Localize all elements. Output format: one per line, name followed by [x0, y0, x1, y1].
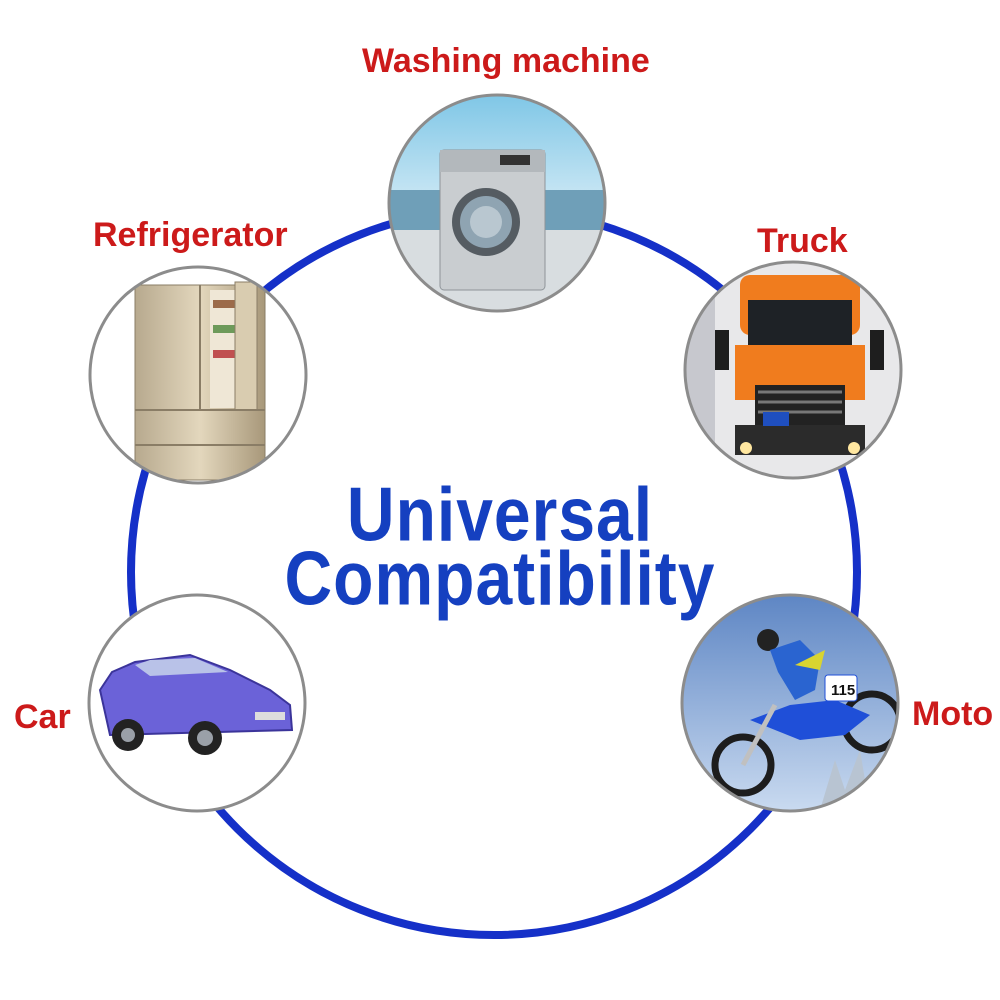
- node-washing-machine: [387, 93, 607, 313]
- label-washing-machine: Washing machine: [362, 42, 650, 80]
- node-truck: [683, 260, 903, 480]
- label-moto: Moto: [912, 695, 994, 733]
- refrigerator-icon: [90, 267, 306, 483]
- node-refrigerator: [88, 265, 308, 485]
- truck-icon: [685, 262, 901, 478]
- node-moto: 115: [680, 593, 900, 813]
- node-car: [87, 593, 307, 813]
- title-line-2: Compatibility: [284, 535, 716, 621]
- label-car: Car: [14, 698, 71, 736]
- svg-text:115: 115: [831, 682, 855, 699]
- car-icon: [89, 595, 305, 811]
- title-line-1: Universal: [346, 471, 654, 557]
- label-truck: Truck: [757, 222, 848, 260]
- label-refrigerator: Refrigerator: [93, 216, 288, 254]
